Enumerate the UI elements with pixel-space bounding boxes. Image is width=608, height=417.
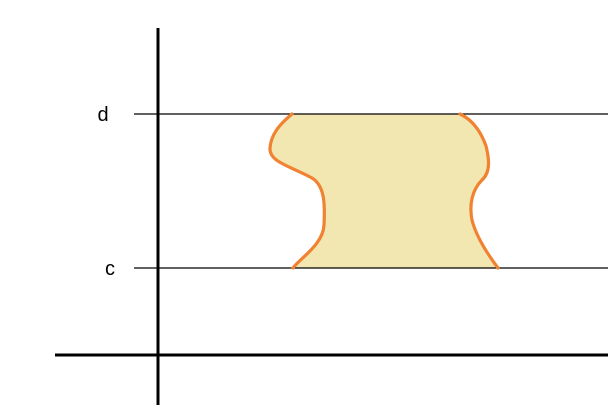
left-boundary-curve [268, 112, 326, 270]
shaded-region [269, 114, 498, 268]
right-boundary-curve [458, 112, 500, 270]
label-c: c [105, 258, 115, 280]
label-d: d [97, 104, 108, 126]
